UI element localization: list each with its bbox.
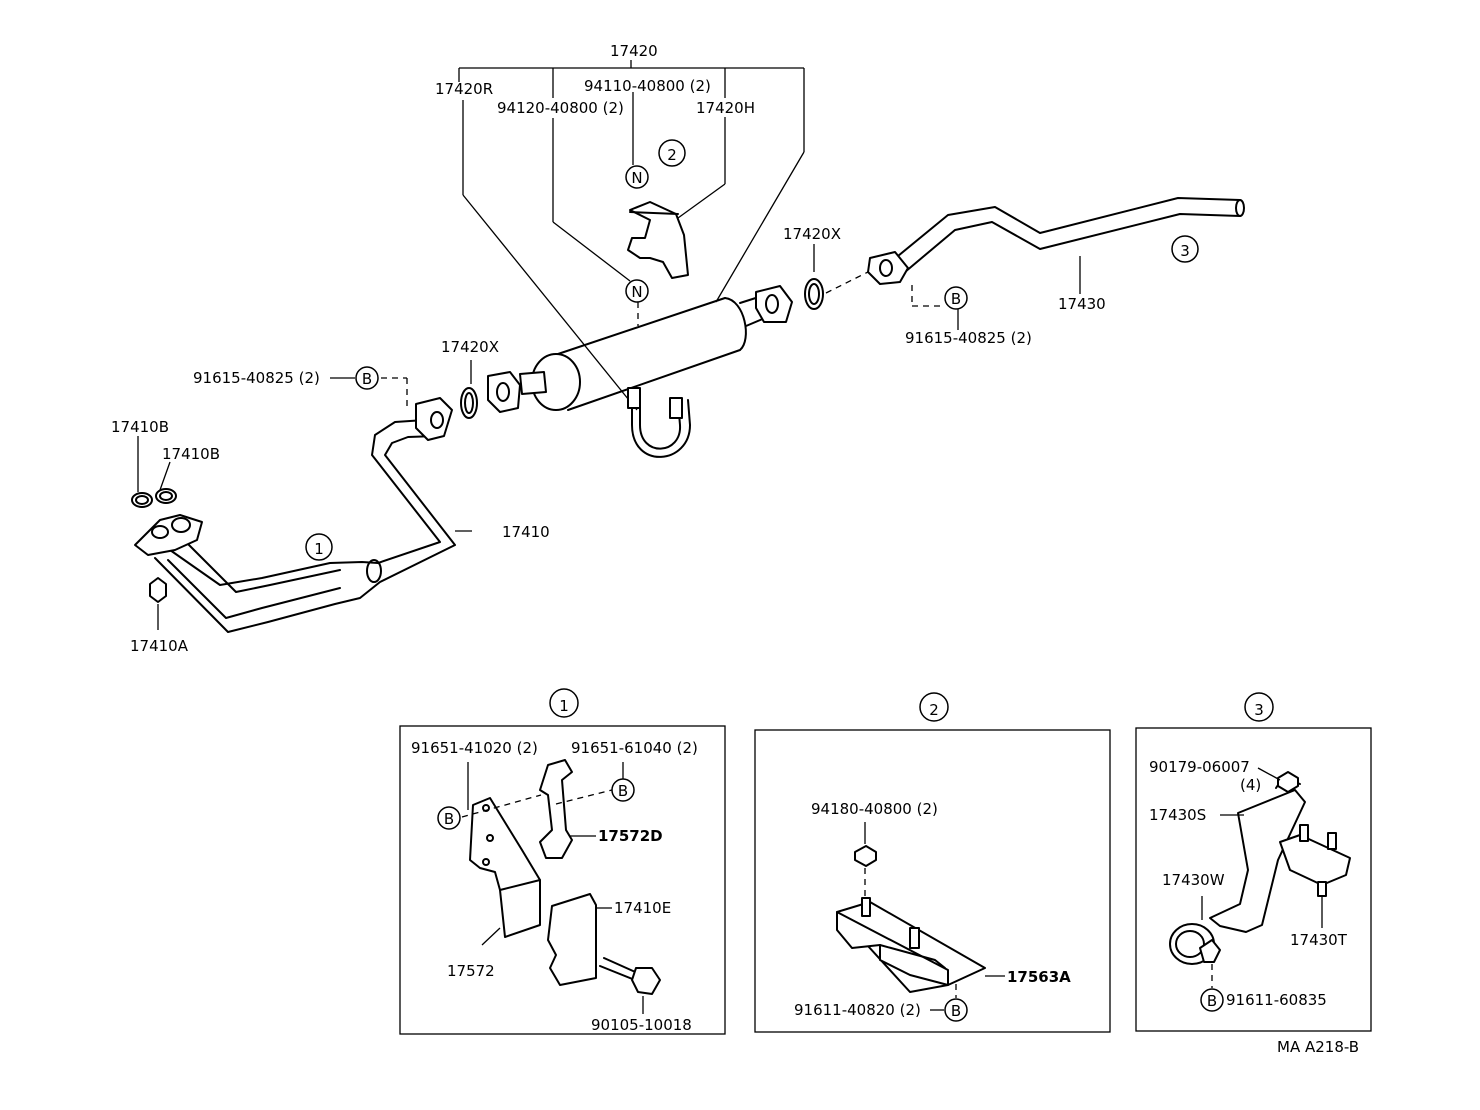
label-90179-qty: (4) — [1240, 776, 1261, 794]
nut-marker: N — [625, 279, 649, 303]
label-17410A: 17410A — [130, 637, 189, 655]
bolt-marker: B — [944, 286, 968, 310]
label-90179-06007: 90179-06007 — [1149, 758, 1250, 776]
label-17430T: 17430T — [1290, 931, 1348, 949]
section-number: 2 — [929, 701, 939, 719]
nut-marker: N — [625, 165, 649, 189]
label-17410B-2: 17410B — [162, 445, 220, 463]
bolt-marker-label: B — [1207, 992, 1217, 1010]
bolt-left-leader — [330, 377, 472, 532]
bolt-marker-label: B — [618, 782, 628, 800]
bolt-marker: B — [437, 806, 461, 830]
tail-pipe-17430 — [867, 197, 1245, 330]
bolt-marker-label: B — [951, 290, 961, 308]
gasket-front-17420X — [460, 360, 478, 419]
bolt-marker: B — [944, 998, 968, 1022]
label-17572: 17572 — [447, 962, 495, 980]
label-94120-40800: 94120-40800 (2) — [497, 99, 624, 117]
label-17420R: 17420R — [435, 80, 493, 98]
section-marker-1: 1 — [305, 533, 333, 561]
label-90105-10018: 90105-10018 — [591, 1016, 692, 1034]
muffler-17420 — [487, 285, 793, 413]
label-91615-40825-right: 91615-40825 (2) — [905, 329, 1032, 347]
section-number: 1 — [314, 540, 324, 558]
front-pipe-17410 — [134, 397, 456, 633]
label-17420: 17420 — [610, 42, 658, 60]
section-marker-2: 2 — [658, 139, 686, 167]
detail-panel-1 — [399, 725, 726, 1035]
hanger-band-17420R — [627, 387, 691, 458]
label-17420X-rear: 17420X — [783, 225, 841, 243]
bolt-marker: B — [611, 778, 635, 802]
assembly-17420-bracket — [458, 60, 805, 411]
label-17430: 17430 — [1058, 295, 1106, 313]
label-91611-60835: 91611-60835 — [1226, 991, 1327, 1009]
bracket-17420H — [627, 201, 689, 279]
label-17430S: 17430S — [1149, 806, 1206, 824]
label-17572D: 17572D — [598, 827, 663, 845]
ring-gaskets-17410B — [131, 488, 177, 508]
gasket-rear-17420X — [804, 244, 869, 310]
label-17410: 17410 — [502, 523, 550, 541]
nut-marker-label: N — [631, 283, 642, 301]
label-17420H: 17420H — [696, 99, 755, 117]
label-17410E: 17410E — [614, 899, 671, 917]
section-number: 1 — [559, 697, 569, 715]
nut-marker-label: N — [631, 169, 642, 187]
label-17420X-front: 17420X — [441, 338, 499, 356]
section-marker-3: 3 — [1171, 235, 1199, 263]
label-leaders — [137, 436, 171, 492]
detail-header-2: 2 — [919, 692, 949, 722]
label-94110-40800: 94110-40800 (2) — [584, 77, 711, 95]
label-17410B-1: 17410B — [111, 418, 169, 436]
diagram-code: MA A218-B — [1277, 1038, 1359, 1056]
label-91611-40820: 91611-40820 (2) — [794, 1001, 921, 1019]
label-91615-40825-left: 91615-40825 (2) — [193, 369, 320, 387]
bolt-marker: B — [1200, 988, 1224, 1012]
label-91651-61040: 91651-61040 (2) — [571, 739, 698, 757]
bolt-marker-label: B — [362, 370, 372, 388]
label-17430W: 17430W — [1162, 871, 1225, 889]
bolt-marker-label: B — [444, 810, 454, 828]
label-17563A: 17563A — [1007, 968, 1071, 986]
bolt-marker-label: B — [951, 1002, 961, 1020]
detail-header-3: 3 — [1244, 692, 1274, 722]
detail-panel-3 — [1135, 727, 1372, 1032]
bolt-marker: B — [355, 366, 379, 390]
section-number: 3 — [1180, 242, 1190, 260]
nut-17410A — [149, 577, 167, 630]
section-number: 3 — [1254, 701, 1264, 719]
label-91651-41020: 91651-41020 (2) — [411, 739, 538, 757]
label-94180-40800: 94180-40800 (2) — [811, 800, 938, 818]
section-number: 2 — [667, 146, 677, 164]
detail-panel-2 — [754, 729, 1111, 1033]
detail-header-1: 1 — [549, 688, 579, 718]
